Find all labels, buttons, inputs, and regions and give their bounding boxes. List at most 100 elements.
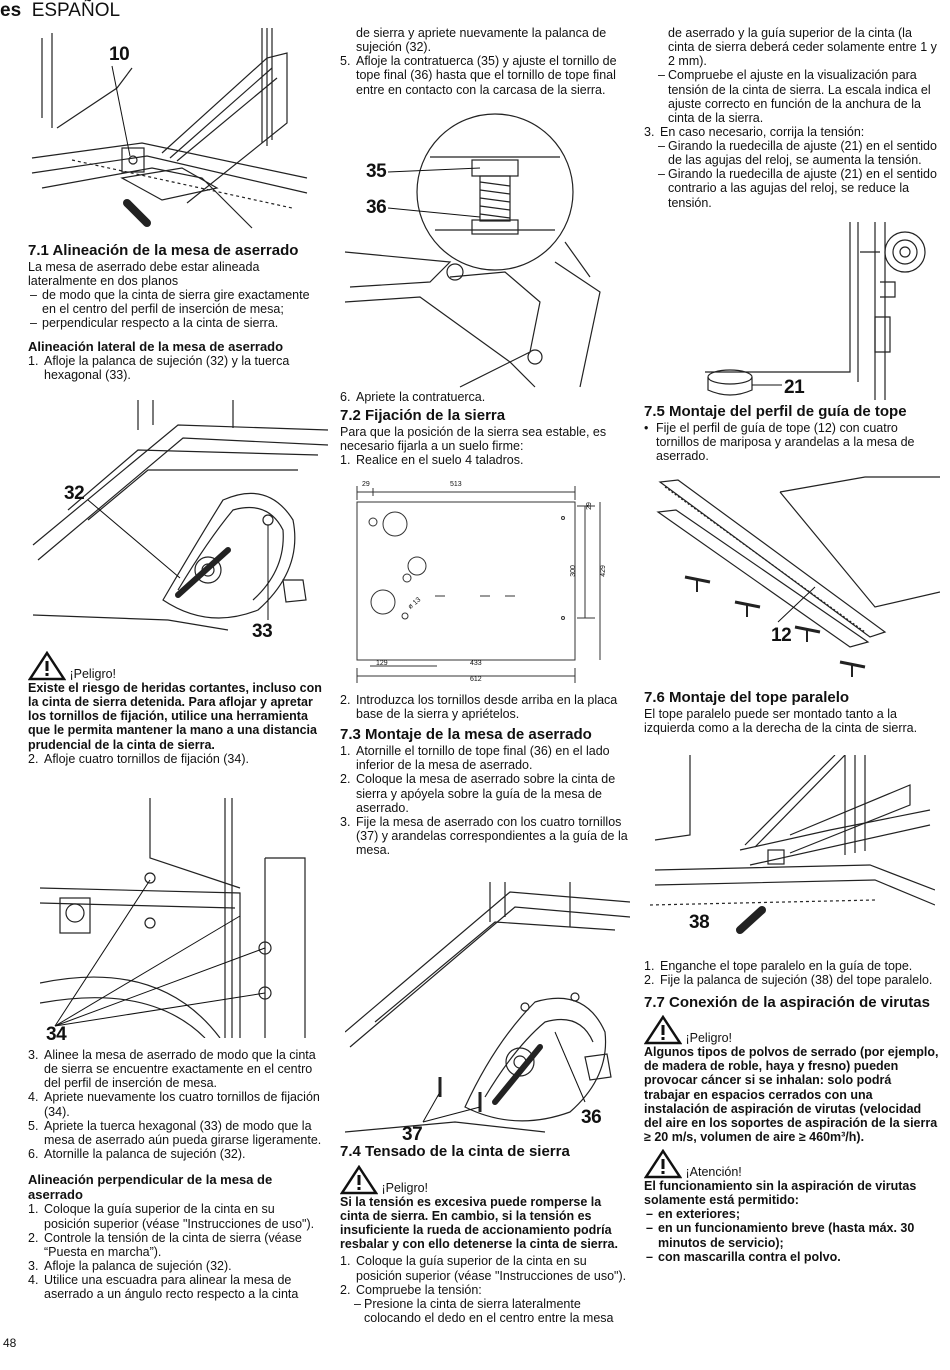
dim-129: 129: [376, 660, 388, 667]
column-2-middle: 6.Apriete la contratuerca. 7.2 Fijación …: [340, 390, 632, 467]
figure-table-guide: [31, 28, 308, 229]
section-7-3-title: 7.3 Montaje de la mesa de aserrado: [340, 726, 592, 744]
danger-text-2: Si la tensión es excesiva puede romperse…: [340, 1194, 618, 1252]
section-7-1-intro: La mesa de aserrado debe estar alineada …: [28, 259, 260, 289]
warning-triangle-icon: [644, 1015, 682, 1045]
figure-clamping-lever: [32, 400, 328, 631]
section-7-2-step-2: 2.Introduzca los tornillos desde arriba …: [340, 693, 618, 722]
perp-step-3: 3.Afloje la palanca de sujeción (32).: [28, 1258, 232, 1273]
callout-32: 32: [64, 483, 85, 504]
section-7-7-title: 7.7 Conexión de la aspiración de virutas: [644, 994, 930, 1012]
lateral-step-6: 6.Atornille la palanca de sujeción (32).: [28, 1146, 246, 1161]
danger-heading-3: ¡Peligro!: [644, 1015, 940, 1045]
figure-fixing-screws: [40, 798, 306, 1038]
attention-label: ¡Atención!: [685, 1164, 742, 1179]
callout-35: 35: [366, 161, 387, 182]
figure-tension-knob: [705, 222, 926, 400]
lateral-step-4: 4.Apriete nuevamente los cuatro tornillo…: [28, 1090, 320, 1119]
section-7-4-step-2-dash: Presione la cinta de sierra lateralmente…: [340, 1297, 632, 1325]
perpendicular-alignment-title: Alineación perpendicular de la mesa de a…: [28, 1172, 273, 1202]
section-7-4-step-1: 1.Coloque la guía superior de la cinta e…: [340, 1254, 627, 1283]
perp-step-1: 1.Coloque la guía superior de la cinta e…: [28, 1202, 315, 1231]
lateral-step-5: 5.Apriete la tuerca hexagonal (33) de mo…: [28, 1118, 322, 1147]
figure-stop-screw: [344, 113, 601, 388]
section-7-2-title: 7.2 Fijación de la sierra: [340, 407, 506, 425]
dim-513: 513: [450, 481, 462, 488]
lateral-step-1: 1.Afloje la palanca de sujeción (32) y l…: [28, 354, 290, 383]
callout-38: 38: [689, 912, 710, 933]
callout-34: 34: [46, 1024, 67, 1045]
danger-text-1: Existe el riesgo de heridas cortantes, i…: [28, 681, 322, 752]
page-number: 48: [3, 1336, 17, 1350]
tension-step-3-dash-2: Girando la ruedecilla de ajuste (21) en …: [644, 167, 940, 209]
section-7-2-step-1: 1.Realice en el suelo 4 taladros.: [340, 453, 524, 468]
column-2-upper: de sierra y apriete nuevamente la palanc…: [340, 26, 632, 97]
figure-table-mounting: [345, 882, 630, 1133]
step-continuation: de sierra y apriete nuevamente la palanc…: [356, 26, 607, 55]
callout-33: 33: [252, 621, 273, 642]
attention-dash-3: con mascarilla contra el polvo.: [644, 1250, 940, 1264]
dim-29-vertical: 29: [585, 502, 593, 510]
tension-dash-2: Compruebe el ajuste en la visualización …: [644, 68, 940, 125]
section-7-3-step-3: 3.Fije la mesa de aserrado con los cuatr…: [340, 814, 628, 858]
warning-triangle-icon: [644, 1149, 682, 1179]
dim-612: 612: [470, 676, 482, 683]
callout-12: 12: [771, 625, 792, 646]
callout-37: 37: [402, 1124, 423, 1145]
column-3-lower: 1.Enganche el tope paralelo en la guía d…: [644, 959, 940, 1264]
tension-step-3-dash-1: Girando la ruedecilla de ajuste (21) en …: [644, 139, 940, 167]
lateral-alignment-title: Alineación lateral de la mesa de aserrad…: [28, 338, 284, 354]
section-7-1-dash-1: de modo que la cinta de sierra gire exac…: [28, 288, 324, 316]
callout-21: 21: [784, 377, 805, 398]
danger-label-2: ¡Peligro!: [381, 1180, 429, 1195]
language-title: ESPAÑOL: [31, 0, 121, 21]
danger-label-3: ¡Peligro!: [685, 1031, 733, 1046]
tension-continuation: de aserrado y la guía superior de la cin…: [668, 26, 937, 69]
column-3-section-7-6: 7.6 Montaje del tope paralelo El tope pa…: [644, 689, 940, 736]
dim-300: 300: [569, 565, 577, 577]
attention-dash-2: en un funcionamiento breve (hasta máx. 3…: [644, 1221, 940, 1249]
warning-triangle-icon: [28, 651, 66, 681]
column-3-middle: 7.5 Montaje del perfil de guía de tope F…: [644, 403, 940, 463]
figure-parallel-stop: [650, 755, 935, 934]
section-7-5-title: 7.5 Montaje del perfil de guía de tope: [644, 403, 907, 420]
section-7-5-bullet: Fije el perfil de guía de tope (12) con …: [644, 421, 940, 463]
tension-step-3: 3.En caso necesario, corrija la tensión:: [644, 124, 865, 139]
column-1-lower: 3.Alinee la mesa de aserrado de modo que…: [28, 1048, 324, 1301]
dim-433: 433: [470, 660, 482, 667]
section-7-1-title: 7.1 Alineación de la mesa de aserrado: [28, 242, 299, 259]
figure-guide-profile: [656, 476, 940, 677]
section-7-3-step-2: 2.Coloque la mesa de aserrado sobre la c…: [340, 772, 616, 815]
attention-dash-1: en exteriores;: [644, 1207, 940, 1221]
attention-text: El funcionamiento sin la aspiración de v…: [644, 1179, 917, 1208]
section-7-2-intro: Para que la posición de la sierra sea es…: [340, 425, 607, 454]
language-code: es: [0, 0, 22, 21]
figure-drill-template: [356, 486, 601, 683]
section-7-6-text: El tope paralelo puede ser montado tanto…: [644, 706, 918, 736]
attention-heading: ¡Atención!: [644, 1149, 940, 1179]
column-3-upper: de aserrado y la guía superior de la cin…: [644, 26, 940, 210]
section-7-3-step-1: 1.Atornille el tornillo de tope final (3…: [340, 744, 610, 773]
dim-429: 429: [599, 565, 607, 577]
perp-step-4: 4.Utilice una escuadra para alinear la m…: [28, 1273, 299, 1302]
dim-29: 29: [362, 481, 370, 488]
section-7-6-step-1: 1.Enganche el tope paralelo en la guía d…: [644, 959, 913, 973]
step-5: 5.Afloje la contratuerca (35) y ajuste e…: [340, 54, 617, 97]
section-7-4-step-2: 2.Compruebe la tensión:: [340, 1282, 482, 1297]
column-1-upper: 7.1 Alineación de la mesa de aserrado La…: [28, 242, 324, 383]
column-2-bottom: 7.4 Tensado de la cinta de sierra ¡Pelig…: [340, 1143, 632, 1325]
danger-label-1: ¡Peligro!: [69, 666, 117, 681]
page-header: es ESPAÑOL: [0, 0, 120, 21]
callout-10: 10: [109, 44, 130, 65]
lateral-step-3: 3.Alinee la mesa de aserrado de modo que…: [28, 1048, 316, 1091]
step-6: 6.Apriete la contratuerca.: [340, 390, 486, 404]
section-7-6-step-2: 2.Fije la palanca de sujeción (38) del t…: [644, 973, 933, 988]
perp-step-2: 2.Controle la tensión de la cinta de sie…: [28, 1230, 302, 1259]
lateral-step-2: 2.Afloje cuatro tornillos de fijación (3…: [28, 751, 249, 766]
column-1-middle: ¡Peligro! Existe el riesgo de heridas co…: [28, 651, 324, 766]
section-7-1-dash-2: perpendicular respecto a la cinta de sie…: [28, 316, 324, 330]
danger-heading-1: ¡Peligro!: [28, 651, 324, 681]
section-7-6-title: 7.6 Montaje del tope paralelo: [644, 689, 850, 706]
callout-36: 36: [366, 197, 387, 218]
callout-36-mount: 36: [581, 1107, 602, 1128]
